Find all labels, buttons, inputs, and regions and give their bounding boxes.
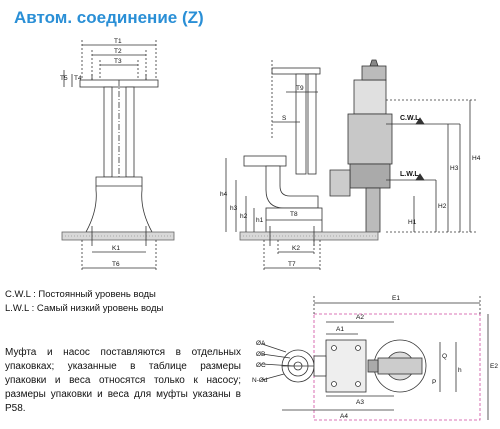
dim-oa: ØA <box>256 340 266 347</box>
dim-t8: T8 <box>290 211 298 218</box>
dim-oc: ØC <box>256 362 266 369</box>
dim-s: S <box>282 115 287 122</box>
dim-t2: T2 <box>114 48 122 55</box>
dim-t1: T1 <box>114 38 122 45</box>
page-title: Автом. соединение (Z) <box>14 8 204 27</box>
packaging-note: Муфта и насос поставляются в отдельных у… <box>5 347 241 414</box>
dim-H3: H3 <box>450 165 459 172</box>
legend-lwl: L.W.L : Самый низкий уровень воды <box>5 303 164 314</box>
dim-h3-lower: h3 <box>230 205 238 212</box>
dim-a1: A1 <box>336 326 344 333</box>
label-lwl: L.W.L <box>400 171 419 178</box>
dim-k1: K1 <box>112 245 120 252</box>
dim-a3: A3 <box>356 399 364 406</box>
legend-cwl: C.W.L : Постоянный уровень воды <box>5 289 156 300</box>
dim-t6: T6 <box>112 261 120 268</box>
dim-t9: T9 <box>296 85 304 92</box>
dim-H4: H4 <box>472 155 481 162</box>
dim-k2: K2 <box>292 245 300 252</box>
dim-p: P <box>432 379 436 386</box>
dim-t4: T4 <box>74 75 82 82</box>
dim-t5: T5 <box>60 75 68 82</box>
side-view <box>225 59 476 272</box>
dim-a2: A2 <box>356 314 364 321</box>
dim-t3: T3 <box>114 58 122 65</box>
dim-a4: A4 <box>340 413 348 420</box>
dim-q: Q <box>442 353 447 360</box>
dim-ob: ØB <box>256 351 265 358</box>
dim-H1: H1 <box>408 219 417 226</box>
dim-h: h <box>458 367 462 374</box>
dim-h4-lower: h4 <box>220 191 228 198</box>
dim-t7: T7 <box>288 261 296 268</box>
dim-e2: E2 <box>490 363 498 370</box>
dim-nod: N-Ød <box>252 377 268 384</box>
dim-e1: E1 <box>392 295 400 302</box>
label-cwl: C.W.L <box>400 115 420 122</box>
plan-view <box>261 296 489 421</box>
dim-h1-lower: h1 <box>256 217 264 224</box>
dim-H2: H2 <box>438 203 447 210</box>
dim-h2-lower: h2 <box>240 213 248 220</box>
water-level-legend: C.W.L : Постоянный уровень воды L.W.L : … <box>5 288 245 316</box>
front-view <box>61 40 175 272</box>
